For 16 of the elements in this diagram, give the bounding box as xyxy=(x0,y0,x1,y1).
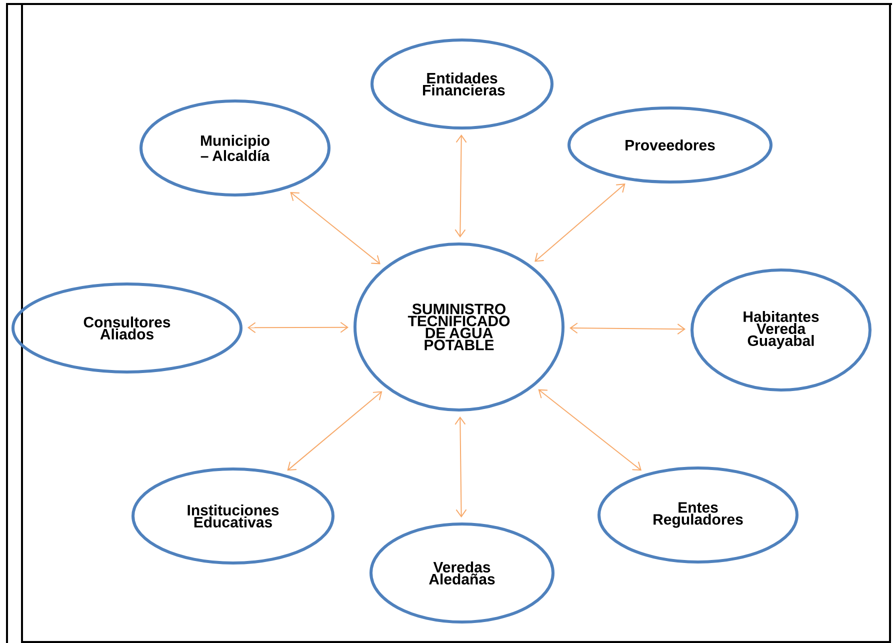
ellipse-node: Entes Reguladores xyxy=(598,466,798,564)
ellipse-node: Veredas Aledañas xyxy=(370,522,554,624)
ellipse-node: Consultores Aliados xyxy=(12,282,242,374)
double-arrow xyxy=(287,391,382,471)
double-arrow xyxy=(534,184,626,262)
double-arrow xyxy=(290,192,380,264)
ellipse-node: Instituciones Educativas xyxy=(132,468,334,564)
ellipse-node: Entidades Financieras xyxy=(370,38,554,130)
double-arrow xyxy=(248,322,349,334)
double-arrow xyxy=(538,389,642,471)
double-arrow xyxy=(454,416,467,518)
double-arrow xyxy=(454,134,467,238)
ellipse-node: Proveedores xyxy=(568,106,772,184)
double-arrow xyxy=(570,322,686,335)
ellipse-node: Municipio – Alcaldía xyxy=(140,100,330,196)
ellipse-node: Habitantes Vereda Guayabal xyxy=(690,268,872,392)
